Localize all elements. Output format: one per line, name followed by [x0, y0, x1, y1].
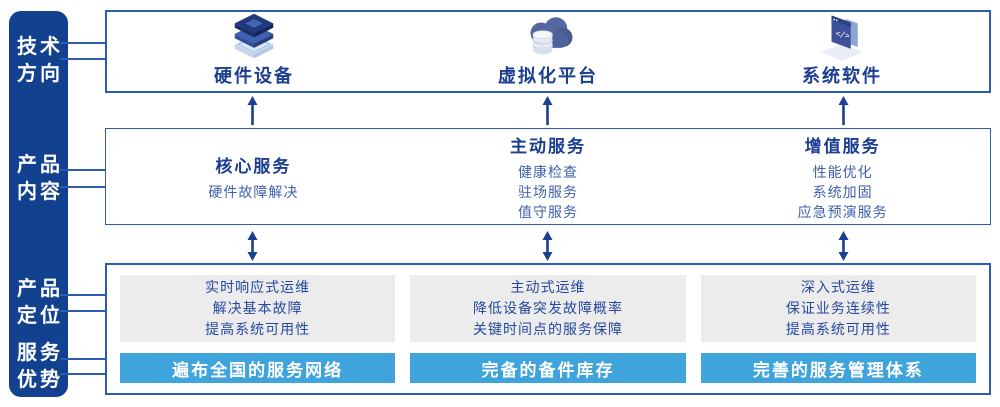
up-arrow-icon	[836, 96, 851, 125]
positioning-panel: 深入式运维 保证业务连续性 提高系统可用性	[700, 275, 976, 342]
sidebar-label-tech-direction: 技术 方向	[9, 34, 68, 88]
connector-line	[60, 294, 106, 296]
positioning-line: 提高系统可用性	[785, 321, 891, 337]
advantage-bar: 完善的服务管理体系	[700, 353, 976, 383]
cloud-database-icon	[530, 17, 573, 55]
bottom-column-deep: 深入式运维 保证业务连续性 提高系统可用性 完善的服务管理体系	[700, 275, 976, 383]
connector-line	[60, 310, 106, 312]
connector-line	[60, 186, 106, 188]
connector-line	[60, 169, 106, 171]
service-item: 硬件故障解决	[208, 183, 299, 200]
sidebar-label-product-positioning: 产品 定位	[9, 276, 68, 330]
connector-line	[60, 58, 106, 60]
sidebar-label-line: 服务	[17, 342, 63, 364]
tech-item-virtualization: 虚拟化平台	[401, 12, 695, 91]
positioning-line: 主动式运维	[510, 279, 586, 295]
positioning-line: 提高系统可用性	[205, 321, 311, 337]
advantage-bar: 遍布全国的服务网络	[120, 353, 396, 383]
positioning-line: 降低设备突发故障概率	[472, 300, 623, 316]
positioning-advantage-box: 实时响应式运维 解决基本故障 提高系统可用性 遍布全国的服务网络 主动式运维 降…	[105, 263, 991, 395]
advantage-bar: 完备的备件库存	[410, 353, 686, 383]
bottom-column-proactive: 主动式运维 降低设备突发故障概率 关键时间点的服务保障 完备的备件库存	[410, 275, 686, 383]
server-stack-icon	[234, 13, 274, 59]
sidebar-label-line: 技术	[17, 36, 63, 58]
service-item: 值守服务	[518, 203, 578, 220]
service-item: 性能优化	[812, 163, 873, 180]
service-column-value-added: 增值服务 性能优化 系统加固 应急预演服务	[695, 132, 990, 222]
bottom-column-realtime: 实时响应式运维 解决基本故障 提高系统可用性 遍布全国的服务网络	[120, 275, 396, 383]
positioning-panel: 主动式运维 降低设备突发故障概率 关键时间点的服务保障	[410, 275, 686, 342]
connector-line	[60, 373, 106, 375]
tech-label: 系统软件	[802, 66, 882, 86]
tech-label: 硬件设备	[214, 66, 294, 86]
sidebar-label-line: 优势	[17, 369, 63, 391]
positioning-line: 解决基本故障	[212, 300, 303, 316]
sidebar-label-service-advantage: 服务 优势	[9, 340, 68, 394]
up-arrow-icon	[245, 96, 260, 125]
positioning-line: 关键时间点的服务保障	[472, 321, 623, 337]
tech-label: 虚拟化平台	[498, 66, 598, 86]
connector-line	[60, 358, 106, 360]
sidebar-label-product-content: 产品 内容	[9, 152, 68, 206]
service-column-proactive: 主动服务 健康检查 驻场服务 值守服务	[401, 132, 696, 222]
code-window-icon: </>	[821, 15, 863, 61]
sidebar-label-line: 定位	[17, 305, 63, 327]
service-column-core: 核心服务 硬件故障解决	[106, 152, 401, 202]
double-arrow-icon	[540, 231, 555, 261]
svg-text:</>: </>	[835, 29, 851, 41]
sidebar-label-line: 产品	[17, 154, 63, 176]
tech-item-system-software: </> 系统软件	[695, 12, 989, 91]
positioning-line: 深入式运维	[800, 279, 876, 295]
service-title: 增值服务	[804, 136, 881, 156]
product-content-box: 核心服务 硬件故障解决 主动服务 健康检查 驻场服务 值守服务 增值服务 性能优…	[105, 128, 991, 225]
sidebar-label-line: 方向	[17, 63, 63, 85]
service-item: 系统加固	[812, 183, 873, 200]
service-item: 健康检查	[518, 163, 578, 180]
double-arrow-icon	[836, 231, 851, 261]
sidebar: 技术 方向 产品 内容 产品 定位 服务 优势	[9, 11, 68, 397]
service-title: 主动服务	[510, 136, 586, 156]
double-arrow-icon	[245, 231, 260, 261]
service-item: 驻场服务	[518, 183, 578, 200]
positioning-line: 实时响应式运维	[205, 279, 311, 295]
positioning-panel: 实时响应式运维 解决基本故障 提高系统可用性	[120, 275, 396, 342]
tech-item-hardware: 硬件设备	[107, 12, 401, 91]
sidebar-label-line: 内容	[17, 181, 63, 203]
positioning-line: 保证业务连续性	[785, 300, 891, 316]
tech-direction-box: 硬件设备 虚拟化平台	[105, 10, 991, 93]
service-item: 应急预演服务	[797, 203, 888, 220]
up-arrow-icon	[540, 96, 555, 125]
service-title: 核心服务	[215, 156, 292, 176]
sidebar-label-line: 产品	[17, 278, 63, 300]
connector-line	[60, 42, 106, 44]
